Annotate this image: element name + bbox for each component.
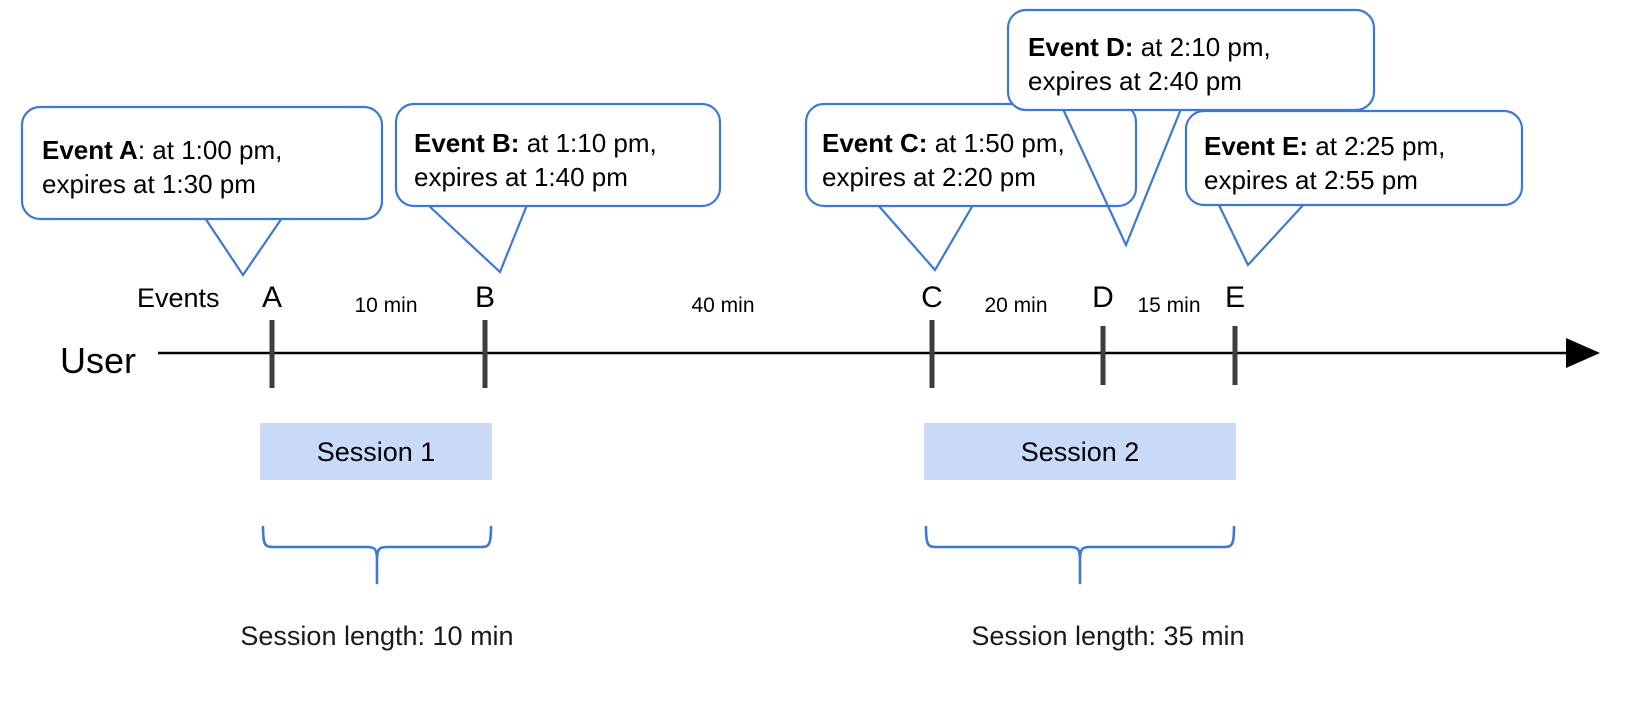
event-tick-e[interactable]: E (1225, 281, 1245, 385)
callout-rest-b: at 1:10 pm, (519, 128, 656, 158)
callout-event-e[interactable]: Event E: at 2:25 pm, expires at 2:55 pm (1184, 109, 1524, 267)
callout-box-e (1184, 109, 1524, 207)
callout-rest-e: at 2:25 pm, (1308, 131, 1445, 161)
callout-rest-d: at 2:10 pm, (1133, 32, 1270, 62)
event-tick-b[interactable]: B (475, 281, 495, 388)
callout-line2-b: expires at 1:40 pm (414, 162, 628, 192)
callout-tail-c (877, 204, 974, 272)
callout-box-a (20, 105, 384, 221)
session-1-label: Session 1 (317, 437, 436, 467)
session-1-brace (261, 525, 493, 585)
event-tick-c[interactable]: C (921, 281, 943, 388)
event-tick-d[interactable]: D (1092, 281, 1114, 385)
callout-line1-c: Event C: at 1:50 pm, (822, 128, 1065, 158)
callout-line2-c: expires at 2:20 pm (822, 162, 1036, 192)
gap-label-a-b: 10 min (354, 294, 417, 317)
callout-line1-a: Event A: at 1:00 pm, (42, 135, 282, 165)
session-2-brace (924, 525, 1236, 585)
callout-line1-b: Event B: at 1:10 pm, (414, 128, 657, 158)
callout-name-d: Event D: (1028, 32, 1133, 62)
callout-name-c: Event C: (822, 128, 927, 158)
callout-box-d (1006, 8, 1376, 112)
callout-line1-d: Event D: at 2:10 pm, (1028, 32, 1271, 62)
user-row-label: User (60, 340, 136, 381)
callout-event-b[interactable]: Event B: at 1:10 pm, expires at 1:40 pm (394, 102, 722, 274)
callout-name-e: Event E: (1204, 131, 1308, 161)
callout-line2-d: expires at 2:40 pm (1028, 66, 1242, 96)
gap-label-c-d: 20 min (984, 294, 1047, 317)
event-letter-b: B (475, 281, 495, 314)
callout-event-c[interactable]: Event C: at 1:50 pm, expires at 2:20 pm (804, 102, 1138, 272)
session-2-label: Session 2 (1021, 437, 1140, 467)
callout-event-a[interactable]: Event A: at 1:00 pm, expires at 1:30 pm (20, 105, 384, 277)
callout-tail-a (204, 217, 283, 277)
event-letter-a: A (262, 281, 282, 314)
callout-tail-d (1062, 108, 1183, 248)
gap-label-d-e: 15 min (1137, 294, 1200, 317)
callout-name-a: Event A (42, 135, 138, 165)
callout-event-d[interactable]: Event D: at 2:10 pm, expires at 2:40 pm (1006, 8, 1376, 248)
callout-line2-a: expires at 1:30 pm (42, 169, 256, 199)
callout-line2-e: expires at 2:55 pm (1204, 165, 1418, 195)
callout-name-b: Event B: (414, 128, 519, 158)
callout-box-b (394, 102, 722, 208)
callout-rest-c: at 1:50 pm, (927, 128, 1064, 158)
session-2-box (924, 423, 1236, 480)
event-letter-c: C (921, 281, 943, 314)
timeline-axis (158, 338, 1600, 368)
session-1-group[interactable]: Session 1 Session length: 10 min (240, 423, 514, 651)
callout-box-c (804, 102, 1138, 208)
callout-rest-a: : at 1:00 pm, (138, 135, 283, 165)
session-2-length-label: Session length: 35 min (971, 621, 1244, 651)
callout-tail-b (427, 204, 529, 274)
events-row-label: Events (137, 283, 220, 313)
session-2-group[interactable]: Session 2 Session length: 35 min (924, 423, 1245, 651)
session-1-box (260, 423, 492, 480)
event-tick-a[interactable]: A (262, 281, 282, 388)
session-1-length-label: Session length: 10 min (240, 621, 513, 651)
gap-label-b-c: 40 min (691, 294, 754, 317)
event-letter-e: E (1225, 281, 1245, 314)
callout-tail-e (1217, 202, 1306, 267)
axis-arrowhead (1566, 338, 1600, 368)
callout-line1-e: Event E: at 2:25 pm, (1204, 131, 1445, 161)
event-letter-d: D (1092, 281, 1114, 314)
